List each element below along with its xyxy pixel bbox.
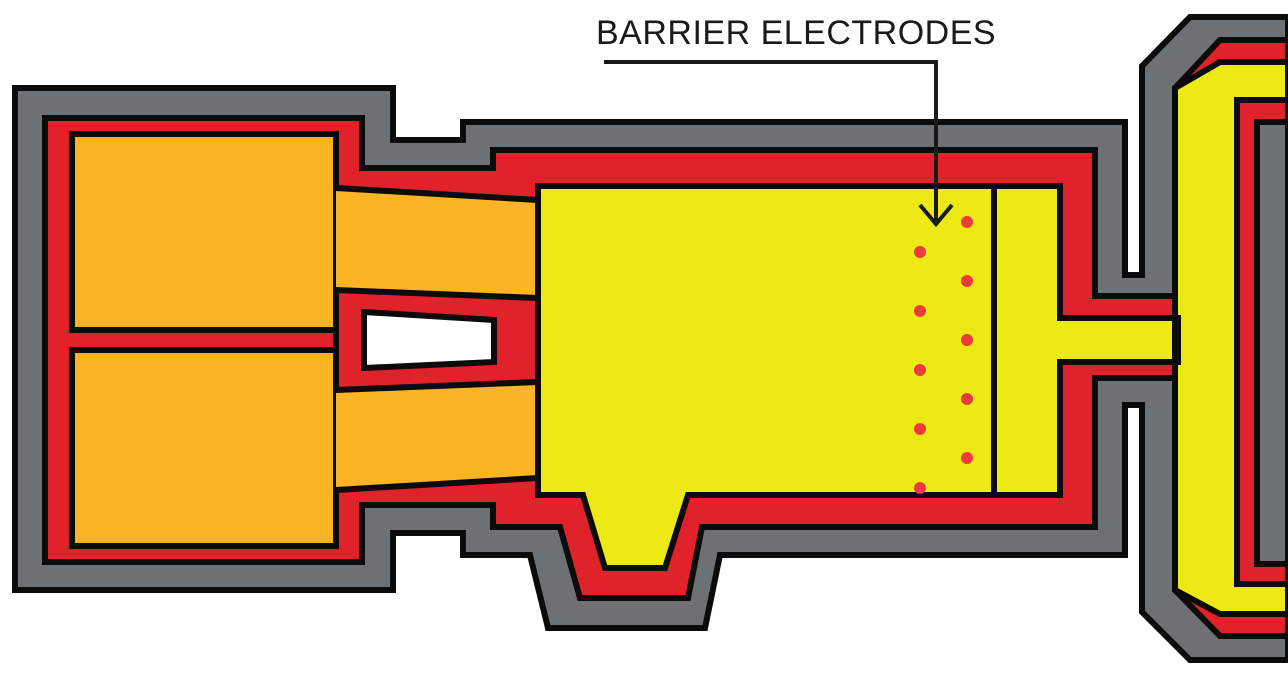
orange-chamber-top — [69, 131, 339, 333]
channel-separator — [333, 286, 541, 394]
yellow-main-chamber — [535, 183, 1178, 571]
electrode-dot — [914, 305, 926, 317]
separator-opening — [361, 308, 497, 372]
electrode-dot — [961, 334, 973, 346]
yellow-chamber — [535, 183, 1178, 571]
right-chamber — [1172, 59, 1288, 617]
orange-channel-bottom — [336, 382, 538, 490]
annotation-leader-line — [604, 60, 938, 222]
electrode-dot — [914, 364, 926, 376]
electrode-dot — [961, 393, 973, 405]
barrier-electrodes — [914, 216, 973, 494]
electrode-dot — [961, 216, 973, 228]
channel-edge — [335, 475, 539, 493]
electrode-dot — [914, 423, 926, 435]
orange-channel-top — [336, 188, 538, 298]
barrier-electrodes-label: BARRIER ELECTRODES — [596, 14, 996, 52]
orange-chamber-bottom — [69, 347, 339, 549]
electrode-dot — [961, 452, 973, 464]
orange-chambers — [69, 131, 539, 549]
electrode-dot — [914, 246, 926, 258]
annotation-arrowhead — [918, 203, 954, 228]
right-gray-inner — [1254, 119, 1288, 567]
electrode-dot — [914, 482, 926, 494]
electrode-dot — [961, 275, 973, 287]
channel-edge — [335, 185, 539, 203]
annotation: BARRIER ELECTRODES — [596, 14, 996, 228]
